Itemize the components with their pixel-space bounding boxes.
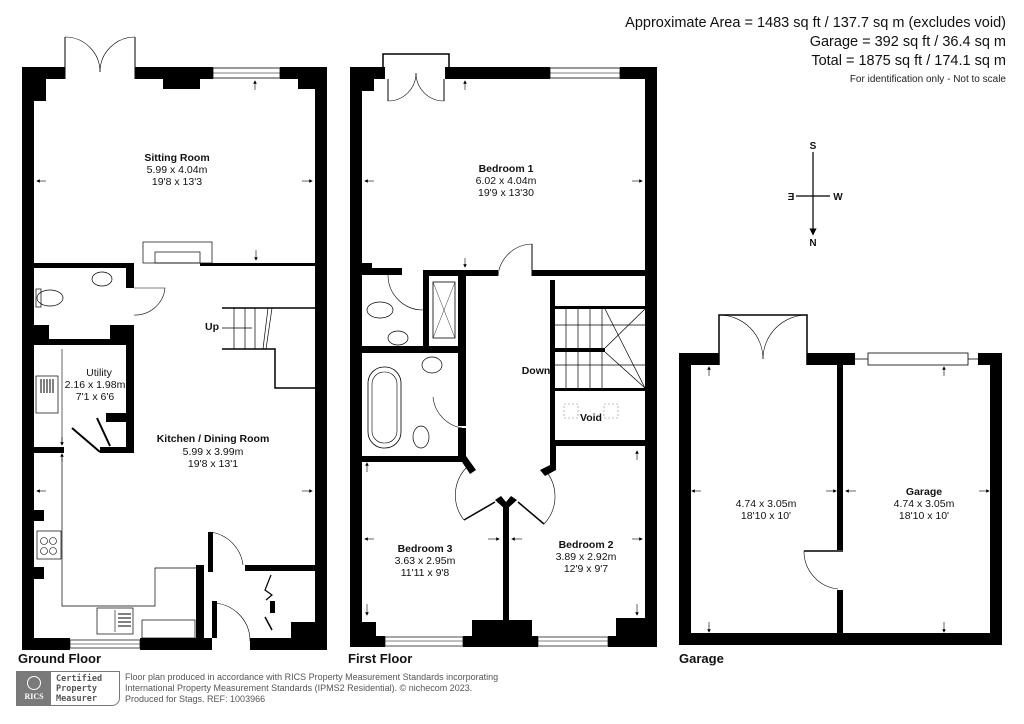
- utility-name: Utility: [86, 367, 112, 379]
- compass-left: E: [787, 192, 794, 203]
- bedroom2-metric: 3.89 x 2.92m: [556, 551, 617, 563]
- bedroom3-metric: 3.63 x 2.95m: [395, 555, 456, 567]
- approx-area: Approximate Area = 1483 sq ft / 137.7 sq…: [625, 15, 1006, 31]
- void-label: Void: [580, 412, 602, 424]
- garage-plan: [679, 314, 1002, 645]
- garage-right-name: Garage: [906, 486, 942, 498]
- garage-right-imperial: 18'10 x 10': [899, 510, 949, 522]
- garage-right-metric: 4.74 x 3.05m: [894, 498, 955, 510]
- area-summary: Approximate Area = 1483 sq ft / 137.7 sq…: [625, 14, 1006, 85]
- bedroom2-name: Bedroom 2: [559, 539, 614, 551]
- kitchen-name: Kitchen / Dining Room: [157, 433, 270, 445]
- bedroom1-imperial: 19'9 x 13'30: [478, 187, 534, 199]
- bedroom3-name: Bedroom 3: [398, 543, 453, 555]
- sitting-room-name: Sitting Room: [144, 152, 209, 164]
- footer-disclaimer: Floor plan produced in accordance with R…: [125, 672, 499, 704]
- bedroom1-metric: 6.02 x 4.04m: [476, 175, 537, 187]
- stairs-up-label: Up: [205, 321, 219, 333]
- garage-left-metric: 4.74 x 3.05m: [736, 498, 797, 510]
- kitchen-metric: 5.99 x 3.99m: [183, 446, 244, 458]
- scale-note: For identification only - Not to scale: [849, 74, 1006, 85]
- compass-top: S: [810, 141, 817, 152]
- kitchen-imperial: 19'8 x 13'1: [188, 458, 238, 470]
- ground-floor-label: Ground Floor: [18, 651, 102, 666]
- sitting-room-metric: 5.99 x 4.04m: [147, 164, 208, 176]
- garage-floor-label: Garage: [679, 651, 724, 666]
- bedroom3-imperial: 11'11 x 9'8: [401, 567, 450, 579]
- total-area: Total = 1875 sq ft / 174.1 sq m: [811, 53, 1006, 69]
- stairs-down-label: Down: [522, 365, 551, 377]
- bedroom1-name: Bedroom 1: [479, 163, 534, 175]
- bedroom2-imperial: 12'9 x 9'7: [564, 563, 608, 575]
- rics-badge: RICS Certified Property Measurer: [16, 671, 120, 706]
- garage-area: Garage = 392 sq ft / 36.4 sq m: [809, 34, 1006, 50]
- utility-imperial: 7'1 x 6'6: [76, 391, 115, 403]
- garage-left-imperial: 18'10 x 10': [741, 510, 791, 522]
- compass-right: W: [833, 192, 843, 203]
- first-floor-label: First Floor: [348, 651, 413, 666]
- compass-icon: S N E W: [787, 141, 843, 249]
- compass-bottom: N: [809, 238, 816, 249]
- sitting-room-imperial: 19'8 x 13'3: [152, 176, 202, 188]
- utility-metric: 2.16 x 1.98m: [65, 379, 126, 391]
- rics-logo: RICS: [17, 672, 51, 705]
- ground-floor-plan: [22, 36, 327, 650]
- first-floor-plan: [350, 53, 657, 647]
- rics-badge-text: Certified Property Measurer: [56, 674, 103, 704]
- rics-emblem-icon: [27, 676, 41, 690]
